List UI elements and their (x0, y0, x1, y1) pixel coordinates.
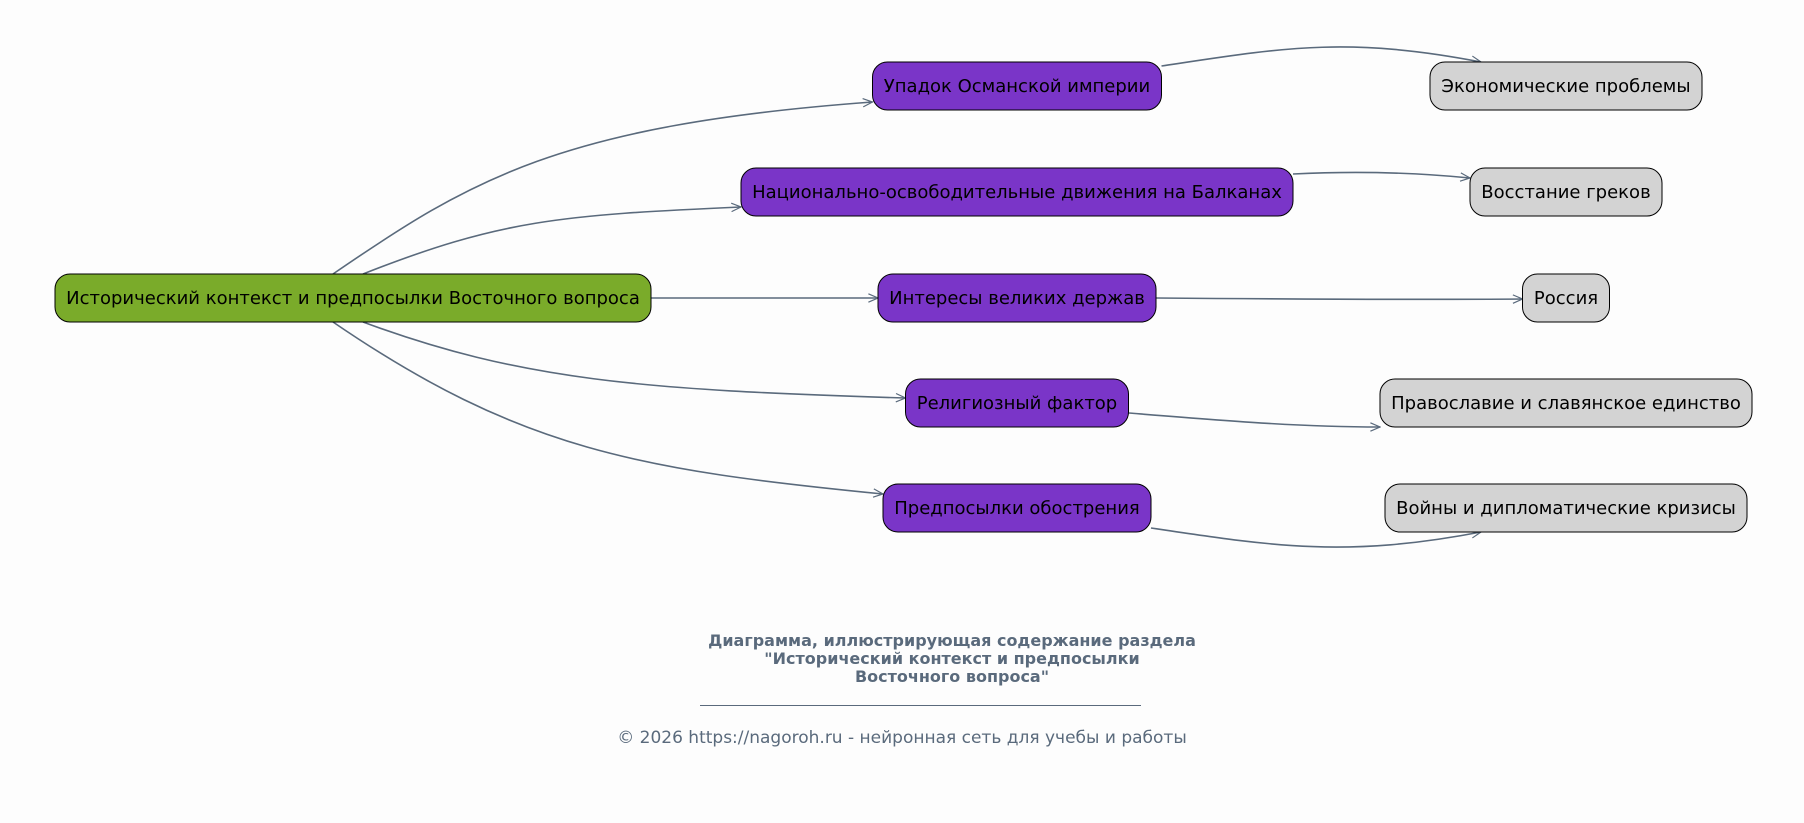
leaf-node-3-box (1522, 273, 1610, 323)
branch-node-3-box (877, 273, 1157, 323)
leaf-node-2-box (1469, 167, 1663, 217)
edge-branch-to-leaf-5 (1150, 527, 1481, 548)
branch-node-5-label: Предпосылки обострения (894, 498, 1139, 519)
edge-root-to-branch-2 (362, 207, 741, 275)
branch-node-1-label: Упадок Османской империи (884, 76, 1150, 97)
branch-node-2-label: Национально-освободительные движения на … (752, 182, 1282, 203)
edge-root-to-branch-5 (332, 321, 883, 494)
branch-node-3-label: Интересы великих держав (889, 288, 1145, 309)
leaf-node-5-box (1384, 483, 1748, 533)
branch-node-3: Интересы великих держав (877, 273, 1157, 323)
branch-node-4: Религиозный фактор (905, 378, 1129, 428)
leaf-node-1-box (1429, 61, 1703, 111)
branch-node-5-box (882, 483, 1152, 533)
branch-node-1: Упадок Османской империи (872, 61, 1162, 111)
leaf-node-4: Православие и славянское единство (1379, 378, 1753, 428)
branch-node-1-box (872, 61, 1162, 111)
branch-node-2: Национально-освободительные движения на … (740, 167, 1294, 217)
edge-branch-to-leaf-1 (1161, 46, 1482, 67)
root-node-label: Исторический контекст и предпосылки Вост… (66, 288, 640, 309)
leaf-node-1-label: Экономические проблемы (1441, 76, 1690, 97)
leaf-node-5-label: Войны и дипломатические кризисы (1396, 498, 1736, 519)
leaf-node-4-box (1379, 378, 1753, 428)
branch-node-2-box (740, 167, 1294, 217)
leaf-node-2-label: Восстание греков (1481, 182, 1650, 203)
branch-node-4-box (905, 378, 1129, 428)
diagram-footer-copyright: © 2026 https://nagoroh.ru - нейронная се… (617, 728, 1187, 748)
edge-branch-to-leaf-3 (1155, 298, 1523, 299)
leaf-node-1: Экономические проблемы (1429, 61, 1703, 111)
caption-divider (700, 705, 1141, 706)
leaf-node-2: Восстание греков (1469, 167, 1663, 217)
edge-root-to-branch-1 (332, 102, 873, 275)
leaf-node-5: Войны и дипломатические кризисы (1384, 483, 1748, 533)
edge-root-to-branch-4 (362, 321, 906, 398)
edge-branch-to-leaf-4 (1128, 412, 1381, 427)
leaf-node-4-label: Православие и славянское единство (1391, 393, 1741, 414)
root-node-box (54, 273, 652, 323)
diagram-caption-title: Диаграмма, иллюстрирующая содержание раз… (708, 631, 1196, 686)
edge-branch-to-leaf-2 (1292, 171, 1470, 178)
branch-node-5: Предпосылки обострения (882, 483, 1152, 533)
branch-node-4-label: Религиозный фактор (917, 393, 1118, 414)
root-node: Исторический контекст и предпосылки Вост… (54, 273, 652, 323)
leaf-node-3: Россия (1522, 273, 1610, 323)
leaf-node-3-label: Россия (1534, 288, 1598, 309)
